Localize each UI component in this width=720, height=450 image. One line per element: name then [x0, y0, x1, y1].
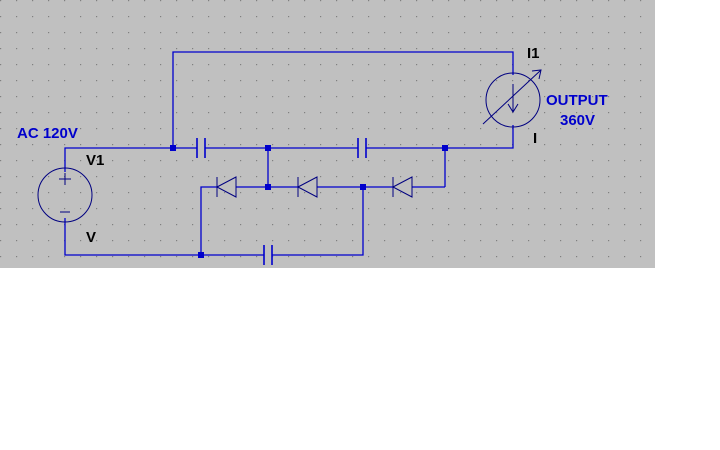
source-node-label: V — [86, 229, 96, 246]
grid-dots — [0, 0, 655, 268]
meter-node-label: I — [533, 130, 537, 147]
junction-nodes — [170, 145, 448, 258]
wire-bottom-2[interactable] — [272, 187, 364, 256]
wire-source-top[interactable] — [64, 147, 173, 172]
capacitor-icon[interactable] — [263, 245, 273, 265]
ac-voltage-source-icon[interactable] — [37, 167, 93, 223]
diode-icon[interactable] — [296, 176, 318, 198]
current-source-icon[interactable] — [482, 69, 542, 128]
junction-node — [198, 252, 204, 258]
wire-diode-left[interactable] — [200, 186, 217, 255]
wire-top-loop[interactable] — [172, 51, 514, 148]
junction-node — [360, 184, 366, 190]
diode-icon[interactable] — [215, 176, 237, 198]
capacitor-icon[interactable] — [196, 138, 206, 158]
schematic-svg: AC 120V V1 V I1 I OUTPUT 360V — [0, 0, 655, 268]
source-value-label: AC 120V — [17, 125, 78, 142]
schematic-canvas[interactable]: AC 120V V1 V I1 I OUTPUT 360V — [0, 0, 655, 268]
source-name-label: V1 — [86, 152, 104, 169]
junction-node — [265, 145, 271, 151]
wire-source-bottom[interactable] — [64, 218, 201, 256]
capacitor-icon[interactable] — [357, 138, 367, 158]
junction-node — [265, 184, 271, 190]
diode-icon[interactable] — [391, 176, 413, 198]
meter-name-label: I1 — [527, 45, 540, 62]
output-label-line1: OUTPUT — [546, 92, 608, 109]
output-label-line2: 360V — [560, 112, 595, 129]
junction-node — [442, 145, 448, 151]
wire-meter-return[interactable] — [445, 125, 514, 149]
junction-node — [170, 145, 176, 151]
